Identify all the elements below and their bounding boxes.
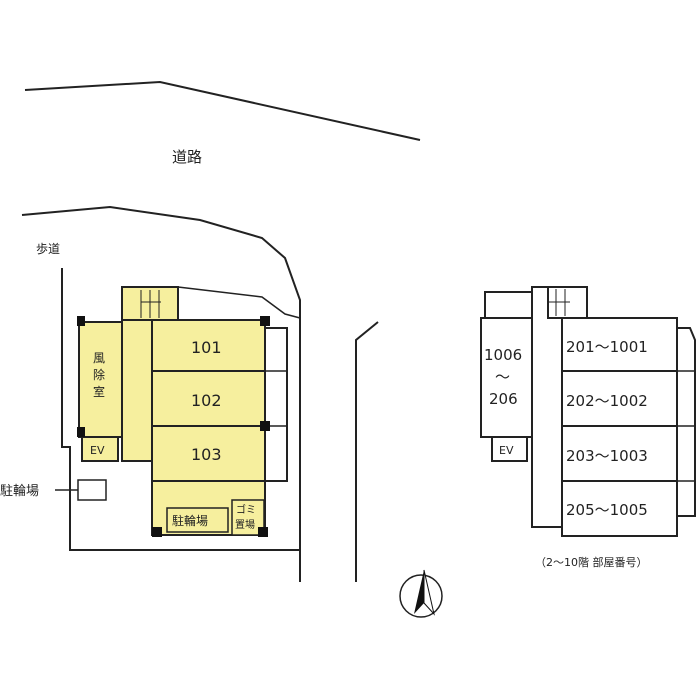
ground-floor-plan <box>55 286 288 536</box>
site-boundary-top <box>177 286 301 319</box>
upper-floor-plan <box>480 286 696 537</box>
upper-unit-3-label: 203～1003 <box>566 447 648 465</box>
upper-unit-2-label: 202～1002 <box>566 392 648 410</box>
upper-floor-caption: （2～10階 部屋番号） <box>535 555 648 569</box>
side-unit-label-1: 1006 <box>484 346 522 364</box>
sidewalk-label: 歩道 <box>36 241 60 256</box>
bicycle-parking-outside-label: 駐輪場 <box>0 483 39 499</box>
road-edge-line <box>24 80 421 141</box>
unit-103-label: 103 <box>191 445 222 464</box>
ev-right-box <box>491 436 528 462</box>
unit-101 <box>151 319 266 372</box>
unit-102-label: 102 <box>191 391 222 410</box>
wind-room-label-3: 室 <box>93 384 105 399</box>
side-unit-label-2: ～ <box>495 368 510 386</box>
upper-unit-4-label: 205～1005 <box>566 501 648 519</box>
corridor <box>121 319 153 462</box>
side-unit-upper <box>480 317 533 438</box>
unit-103 <box>151 425 266 482</box>
north-arrow-icon <box>399 569 443 618</box>
sidewalk-edge-line <box>21 205 301 582</box>
unit-102 <box>151 370 266 427</box>
side-unit-label-3: 206 <box>489 390 518 408</box>
unit-101-label: 101 <box>191 338 222 357</box>
site-boundary <box>61 268 300 551</box>
bicycle-parking-inside-label: 駐輪場 <box>172 513 208 528</box>
upper-unit-1-label: 201～1001 <box>566 338 648 356</box>
wind-room-label-2: 除 <box>93 367 105 382</box>
corridor-upper <box>531 286 563 528</box>
garbage-label-2: 置場 <box>235 518 255 531</box>
ev-right-label: EV <box>499 444 514 457</box>
garbage-label-1: ゴミ <box>236 503 256 516</box>
road-label: 道路 <box>172 148 202 166</box>
ev-left-box <box>81 436 119 462</box>
wind-room-label-1: 風 <box>93 351 105 365</box>
wind-room <box>78 321 123 438</box>
bicycle-parking-outside-box <box>77 479 107 501</box>
bicycle-parking-inside-box <box>166 507 229 533</box>
balcony-left <box>264 327 288 482</box>
ev-left-label: EV <box>90 444 105 457</box>
sidewalk-right-line <box>355 321 379 582</box>
column-markers <box>77 316 270 537</box>
